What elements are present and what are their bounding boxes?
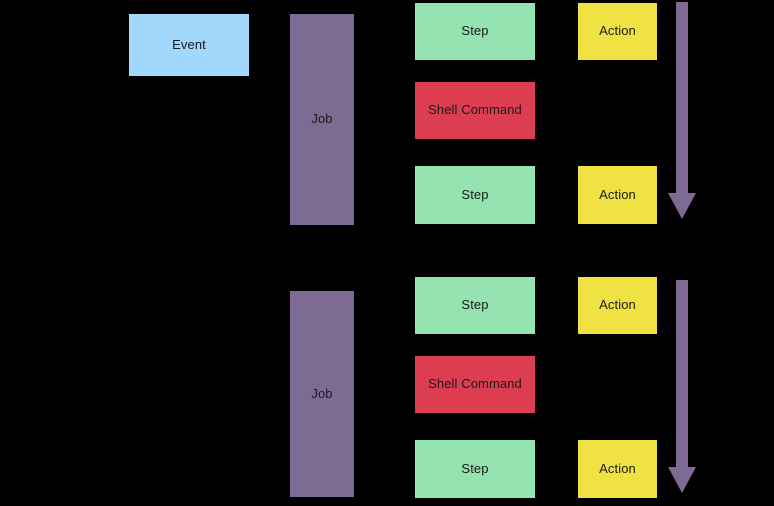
node-step-3[interactable]: Step	[415, 277, 535, 334]
node-action-4[interactable]: Action	[578, 440, 657, 498]
node-step-1[interactable]: Step	[415, 3, 535, 60]
node-job-2[interactable]: Job	[290, 291, 354, 497]
node-action-1[interactable]: Action	[578, 3, 657, 60]
arrow-down-icon	[668, 2, 696, 219]
node-shell-command-1[interactable]: Shell Command	[415, 82, 535, 139]
node-shell-command-2[interactable]: Shell Command	[415, 356, 535, 413]
node-action-2[interactable]: Action	[578, 166, 657, 224]
node-event-1[interactable]: Event	[129, 14, 249, 76]
node-action-3[interactable]: Action	[578, 277, 657, 334]
node-step-2[interactable]: Step	[415, 166, 535, 224]
arrow-down-icon	[668, 280, 696, 493]
node-job-1[interactable]: Job	[290, 14, 354, 225]
node-step-4[interactable]: Step	[415, 440, 535, 498]
